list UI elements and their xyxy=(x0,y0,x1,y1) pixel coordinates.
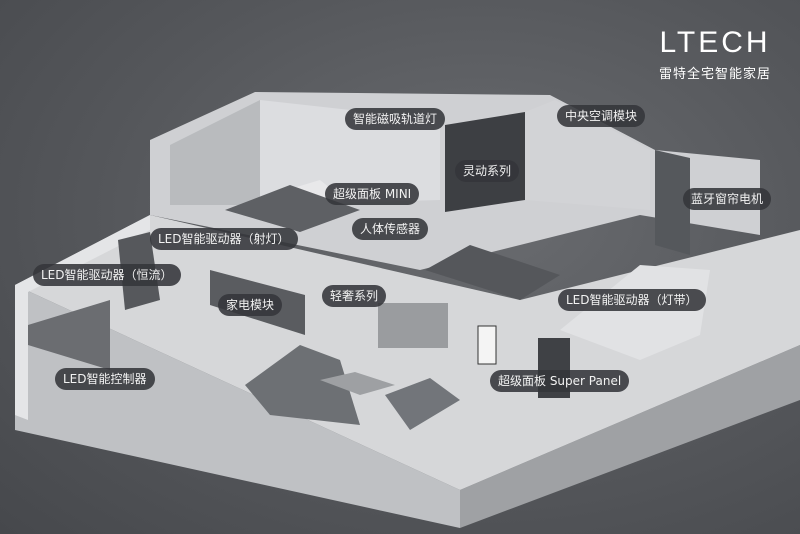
label-controller: LED智能控制器 xyxy=(55,368,155,390)
label-driver-cc: LED智能驱动器（恒流） xyxy=(33,264,181,286)
sofa xyxy=(245,345,360,425)
coffee-table xyxy=(320,372,395,395)
bedroom-rug xyxy=(225,185,360,232)
label-driver-spot: LED智能驱动器（射灯） xyxy=(150,228,298,250)
label-super-panel: 超级面板 Super Panel xyxy=(490,370,630,392)
bedroom-back-wall xyxy=(170,100,260,205)
living-rug xyxy=(425,245,560,300)
logo-tagline: 雷特全宅智能家居 xyxy=(658,67,771,82)
kitchen-counter xyxy=(28,300,110,370)
base-slab-front-right xyxy=(460,345,800,528)
logo-mark: LTECH xyxy=(659,26,771,59)
tv-screen xyxy=(378,303,448,348)
label-appliance-module: 家电模块 xyxy=(218,294,283,316)
label-central-ac: 中央空调模块 xyxy=(557,105,646,127)
super-panel-device xyxy=(477,325,497,365)
label-body-sensor: 人体传感器 xyxy=(352,218,429,240)
study-wall xyxy=(525,100,650,210)
armchair xyxy=(385,378,460,430)
label-super-panel-mini: 超级面板 MINI xyxy=(325,183,420,205)
label-qingshe: 轻奢系列 xyxy=(322,285,387,307)
label-track-light: 智能磁吸轨道灯 xyxy=(345,108,446,130)
ltech-logo: LTECH 雷特全宅智能家居 xyxy=(652,26,778,83)
label-lingdong: 灵动系列 xyxy=(455,160,520,182)
stairs xyxy=(560,265,710,360)
base-slab-front-left xyxy=(15,285,460,528)
label-curtain-motor: 蓝牙窗帘电机 xyxy=(683,188,772,210)
label-driver-strip: LED智能驱动器（灯带） xyxy=(558,289,706,311)
curtain-right xyxy=(655,150,690,255)
